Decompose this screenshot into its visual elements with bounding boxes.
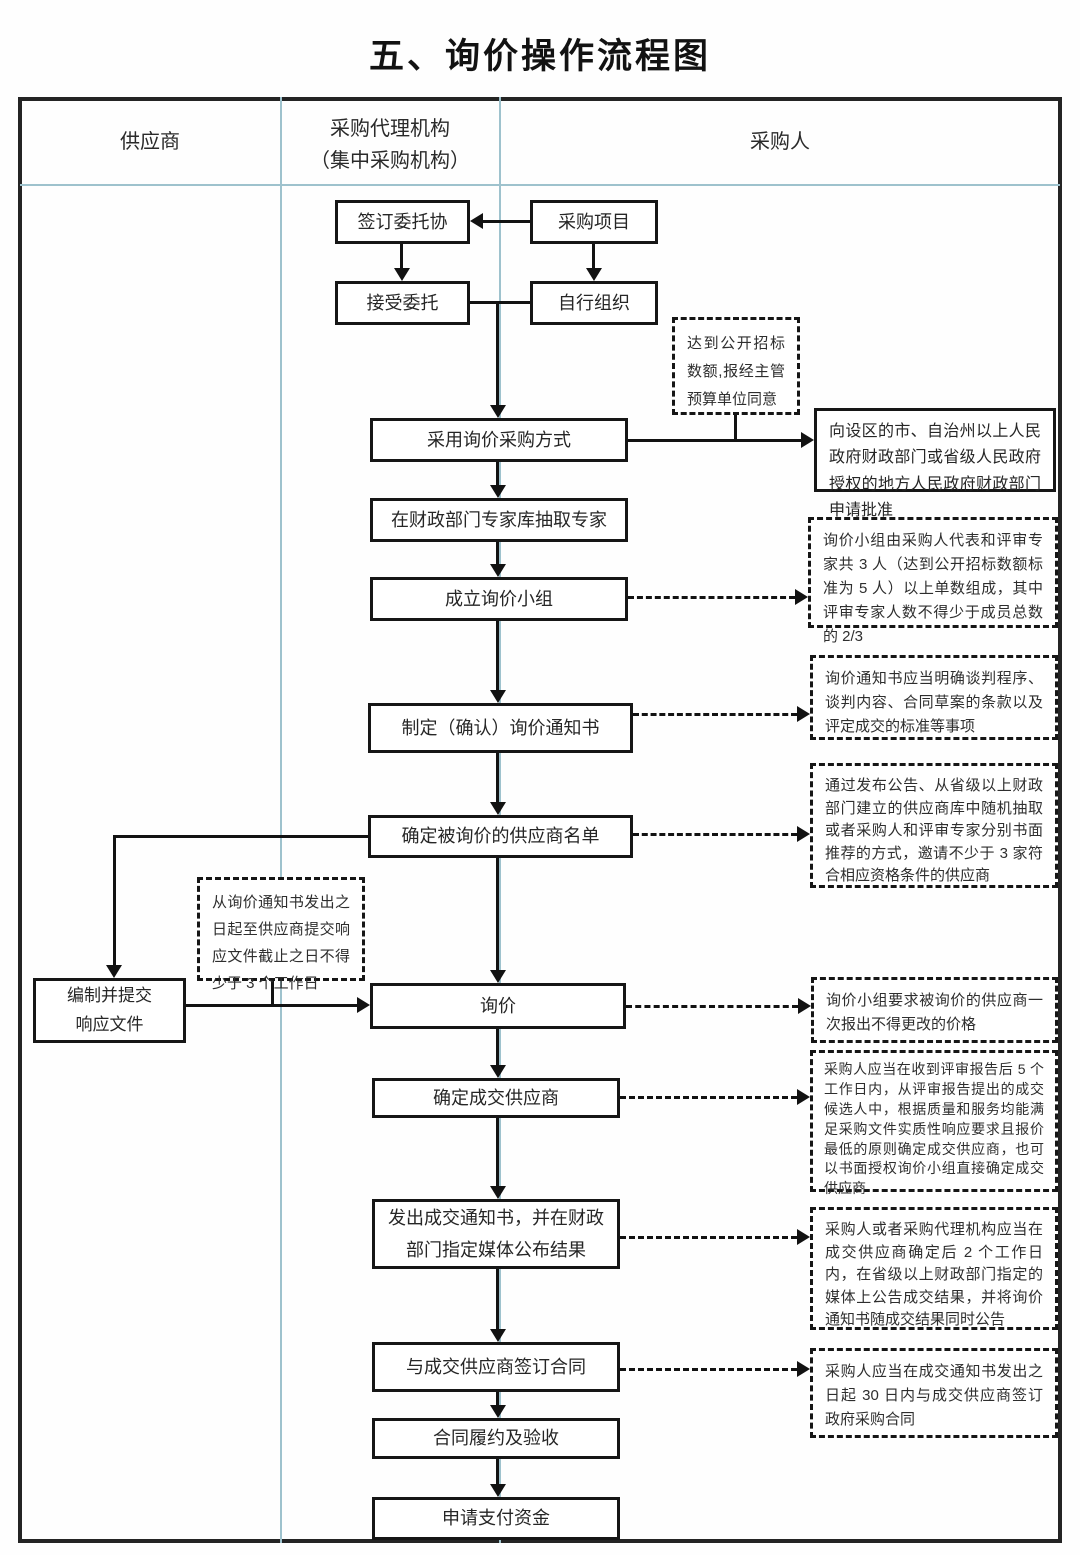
lane-header-purchaser: 采购人 bbox=[750, 131, 810, 153]
connector-threshold-note-drop bbox=[734, 415, 737, 441]
flow-box-form-inquiry-group: 成立询价小组 bbox=[370, 577, 628, 621]
flow-box-inquiry-method: 采用询价采购方式 bbox=[370, 418, 628, 462]
arrowhead-right-into-deal-note bbox=[797, 1089, 810, 1105]
dashed-connector-deal-note bbox=[620, 1096, 797, 1099]
lane-header-supplier: 供应商 bbox=[120, 131, 180, 153]
dashed-connector-invite-note bbox=[633, 833, 797, 836]
connector-experts-to-group bbox=[496, 542, 499, 564]
chart-frame bbox=[18, 97, 1062, 1543]
flow-box-procurement-project: 采购项目 bbox=[530, 200, 658, 244]
arrowhead-down-into-list bbox=[490, 802, 506, 815]
arrowhead-right-into-invite-note bbox=[797, 826, 810, 842]
lane-header-agency: 采购代理机构 （集中采购机构） bbox=[286, 113, 494, 177]
flow-box-contract-performance: 合同履约及验收 bbox=[372, 1418, 620, 1459]
connector-list-to-left bbox=[114, 835, 368, 838]
flow-box-prepare-response: 编制并提交 响应文件 bbox=[33, 978, 186, 1043]
connector-notice-to-list bbox=[496, 753, 499, 802]
note-box-bidding-threshold: 达到公开招标数额,报经主管预算单位同意 bbox=[672, 317, 800, 415]
connector-announce-to-contract bbox=[496, 1269, 499, 1329]
arrowhead-down-into-announce bbox=[490, 1186, 506, 1199]
arrowhead-down-into-accept bbox=[394, 268, 410, 281]
arrowhead-down-into-response bbox=[106, 965, 122, 978]
lane-header-agency-line2: （集中采购机构） bbox=[310, 150, 470, 172]
flow-box-sign-contract: 与成交供应商签订合同 bbox=[372, 1342, 620, 1392]
arrowhead-right-into-notice-note bbox=[797, 706, 810, 722]
header-separator bbox=[20, 184, 1060, 186]
connector-deal-to-announce bbox=[496, 1118, 499, 1186]
note-box-invite-suppliers: 通过发布公告、从省级以上财政部门建立的供应商库中随机抽取或者采购人和评审专家分别… bbox=[810, 763, 1058, 888]
arrowhead-right-into-group-note bbox=[795, 589, 808, 605]
flow-box-supplier-list: 确定被询价的供应商名单 bbox=[368, 815, 633, 858]
arrowhead-down-into-inquiry bbox=[490, 970, 506, 983]
arrowhead-down-into-self bbox=[586, 268, 602, 281]
connector-list-to-inquiry bbox=[496, 858, 499, 970]
note-box-three-working-days: 从询价通知书发出之日起至供应商提交响应文件截止之日不得少于 3 个工作日 bbox=[197, 877, 365, 992]
arrowhead-down-into-method bbox=[490, 405, 506, 418]
note-box-determine-deal-rule: 采购人应当在收到评审报告后 5 个工作日内，从评审报告提出的成交候选人中，根据质… bbox=[810, 1050, 1058, 1196]
flow-box-accept-entrustment: 接受委托 bbox=[335, 281, 470, 325]
flow-box-issue-deal-notice: 发出成交通知书，并在财政部门指定媒体公布结果 bbox=[372, 1199, 620, 1269]
page-title: 五、询价操作流程图 bbox=[368, 37, 711, 76]
note-box-notice-content: 询价通知书应当明确谈判程序、谈判内容、合同草案的条款以及评定成交的标准等事项 bbox=[810, 655, 1058, 740]
flow-box-inquiry: 询价 bbox=[370, 983, 626, 1029]
connector-sign-to-accept bbox=[400, 244, 403, 269]
flow-box-select-experts: 在财政部门专家库抽取专家 bbox=[370, 498, 628, 542]
arrowhead-down-into-pay bbox=[490, 1484, 506, 1497]
dashed-connector-contract-note bbox=[620, 1368, 797, 1371]
connector-project-to-self bbox=[592, 244, 595, 269]
flow-box-determine-deal-supplier: 确定成交供应商 bbox=[372, 1078, 620, 1118]
connector-method-to-experts bbox=[496, 462, 499, 485]
connector-perform-to-pay bbox=[496, 1459, 499, 1484]
connector-days-note-drop bbox=[271, 981, 274, 1007]
flow-box-request-payment: 申请支付资金 bbox=[372, 1497, 620, 1540]
prepare-response-line1: 编制并提交 bbox=[67, 985, 152, 1005]
arrowhead-right-into-contract-note bbox=[797, 1361, 810, 1377]
lane-divider-left bbox=[280, 97, 282, 1543]
arrowhead-right-into-announce-note bbox=[797, 1229, 810, 1245]
flow-box-apply-approval: 向设区的市、自治州以上人民政府财政部门或省级人民政府授权的地方人民政府财政部门申… bbox=[814, 408, 1056, 519]
lane-header-agency-line1: 采购代理机构 bbox=[330, 118, 450, 140]
arrowhead-down-into-notice bbox=[490, 690, 506, 703]
dashed-connector-quote-note bbox=[626, 1005, 798, 1008]
connector-inquiry-to-deal bbox=[496, 1029, 499, 1065]
note-box-announce-rule: 采购人或者采购代理机构应当在成交供应商确定后 2 个工作日内，在省级以上财政部门… bbox=[810, 1207, 1058, 1330]
dashed-connector-announce-note bbox=[620, 1236, 797, 1239]
arrowhead-down-into-group bbox=[490, 564, 506, 577]
flow-box-make-inquiry-notice: 制定（确认）询价通知书 bbox=[368, 703, 633, 753]
connector-junction-to-method bbox=[496, 301, 499, 405]
flow-box-sign-agreement: 签订委托协 bbox=[335, 200, 470, 244]
arrowhead-down-into-deal bbox=[490, 1065, 506, 1078]
arrowhead-down-into-experts bbox=[490, 485, 506, 498]
note-box-group-composition: 询价小组由采购人代表和评审专家共 3 人（达到公开招标数额标准为 5 人）以上单… bbox=[808, 517, 1058, 645]
dashed-connector-notice-note bbox=[633, 713, 797, 716]
connector-left-down-to-response bbox=[113, 835, 116, 965]
note-box-contract-30days: 采购人应当在成交通知书发出之日起 30 日内与成交供应商签订政府采购合同 bbox=[810, 1348, 1058, 1438]
arrowhead-right-into-inquiry bbox=[357, 997, 370, 1013]
arrowhead-left-into-sign bbox=[470, 213, 483, 229]
flow-box-self-organize: 自行组织 bbox=[530, 281, 658, 325]
connector-method-to-approval bbox=[628, 439, 801, 442]
arrowhead-down-into-perform bbox=[490, 1405, 506, 1418]
prepare-response-line2: 响应文件 bbox=[75, 1014, 144, 1034]
note-box-one-quote: 询价小组要求被询价的供应商一次报出不得更改的价格 bbox=[811, 977, 1058, 1043]
connector-group-to-notice bbox=[496, 621, 499, 690]
connector-project-to-sign bbox=[478, 220, 530, 223]
arrowhead-down-into-contract bbox=[490, 1329, 506, 1342]
connector-contract-to-perform bbox=[496, 1392, 499, 1405]
dashed-connector-group-note bbox=[628, 596, 795, 599]
arrowhead-right-into-approval bbox=[801, 432, 814, 448]
arrowhead-right-into-quote-note bbox=[798, 998, 811, 1014]
connector-accept-self-bridge bbox=[470, 301, 530, 304]
